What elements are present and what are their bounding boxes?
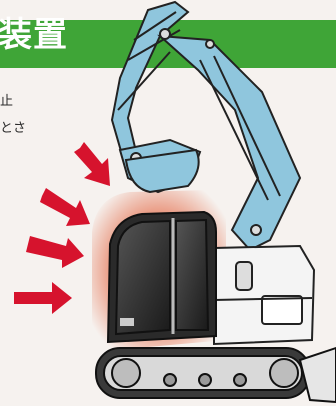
arrow-icon	[14, 282, 72, 314]
banner-title: 装置	[0, 18, 68, 52]
arrow-icon	[40, 188, 90, 226]
track-undercarriage	[96, 348, 336, 402]
body-text-line: とさ	[0, 122, 26, 135]
body-text-line: 止	[0, 95, 13, 108]
arrow-icon	[74, 142, 110, 186]
arrow-icon	[26, 236, 84, 268]
operator-cab	[108, 212, 216, 342]
engine-housing	[214, 246, 314, 344]
